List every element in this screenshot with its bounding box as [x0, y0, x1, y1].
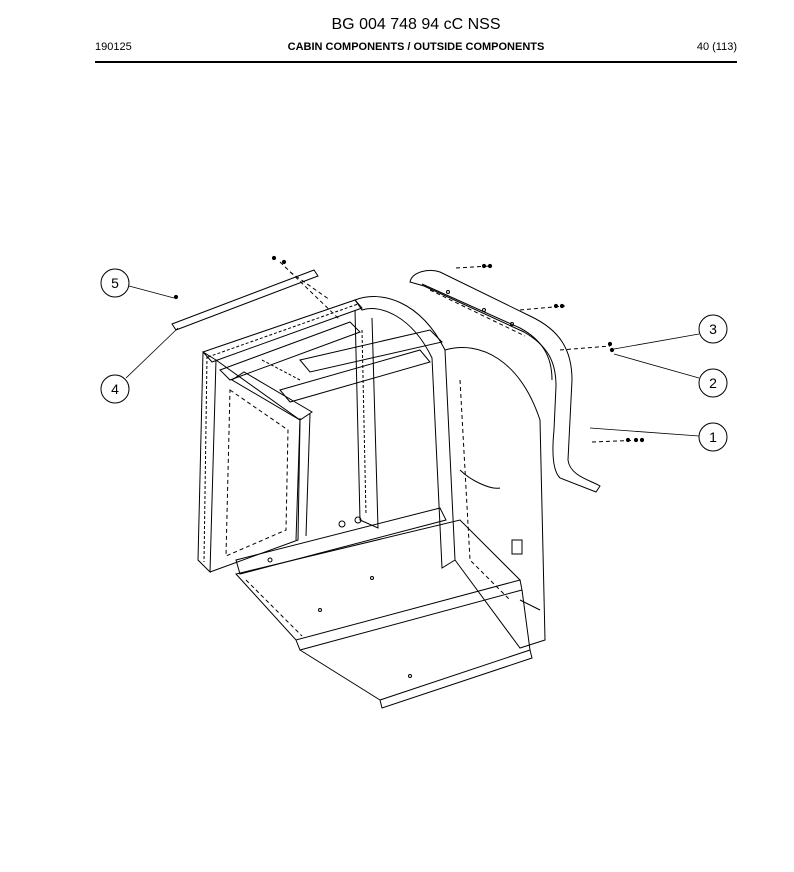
- callout-3-label: 3: [709, 321, 717, 337]
- cabin-floor: [235, 516, 533, 709]
- callout-1-label: 1: [709, 429, 717, 445]
- part-4-trim-strip: [171, 269, 319, 331]
- callout-2-label: 2: [709, 375, 717, 391]
- cabin-left-front-post: [197, 351, 217, 574]
- callout-4: 4: [100, 374, 130, 404]
- page-number: 40 (113): [696, 41, 737, 53]
- cabin-roof-frame: [231, 329, 443, 541]
- callout-2: 2: [698, 368, 728, 398]
- part-1-rear-cover: [409, 269, 601, 493]
- date-code: 190125: [95, 41, 132, 53]
- cabin-rear-hoop: [354, 296, 456, 569]
- callout-leaders: [125, 285, 700, 437]
- cabin-left-side: [209, 359, 447, 575]
- header-rule: [95, 61, 737, 63]
- callout-1: 1: [698, 422, 728, 452]
- callout-3: 3: [698, 314, 728, 344]
- document-title: BG 004 748 94 cC NSS: [331, 16, 501, 33]
- section-title: CABIN COMPONENTS / OUTSIDE COMPONENTS: [287, 41, 545, 53]
- cabin-right-side-panel: [444, 347, 546, 649]
- callout-5: 5: [100, 268, 130, 298]
- callout-4-label: 4: [111, 381, 119, 397]
- screws: [173, 255, 645, 443]
- callout-5-label: 5: [111, 275, 119, 291]
